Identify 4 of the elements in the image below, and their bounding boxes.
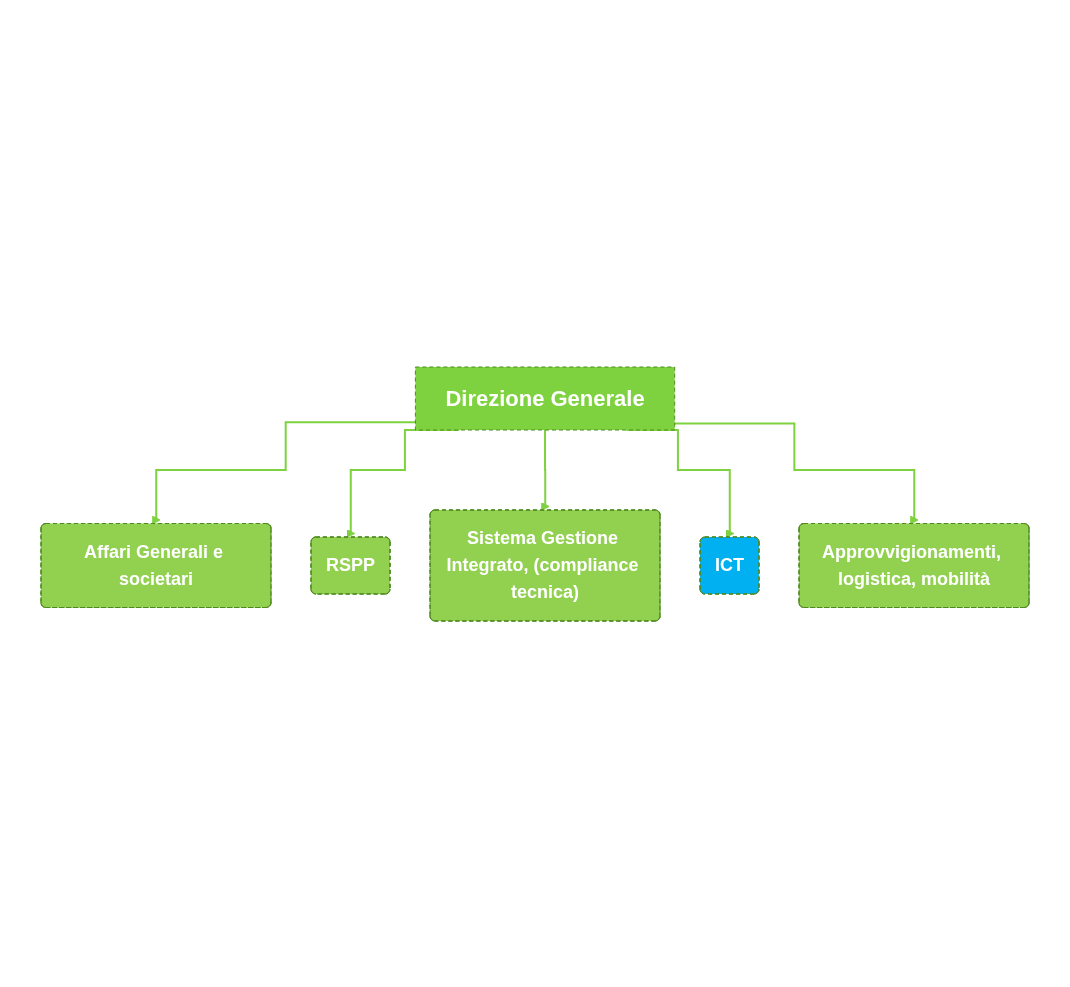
arrow <box>152 420 417 524</box>
arrow <box>541 428 550 511</box>
arrow <box>673 422 919 524</box>
node-box: Direzione Generale <box>414 366 676 430</box>
